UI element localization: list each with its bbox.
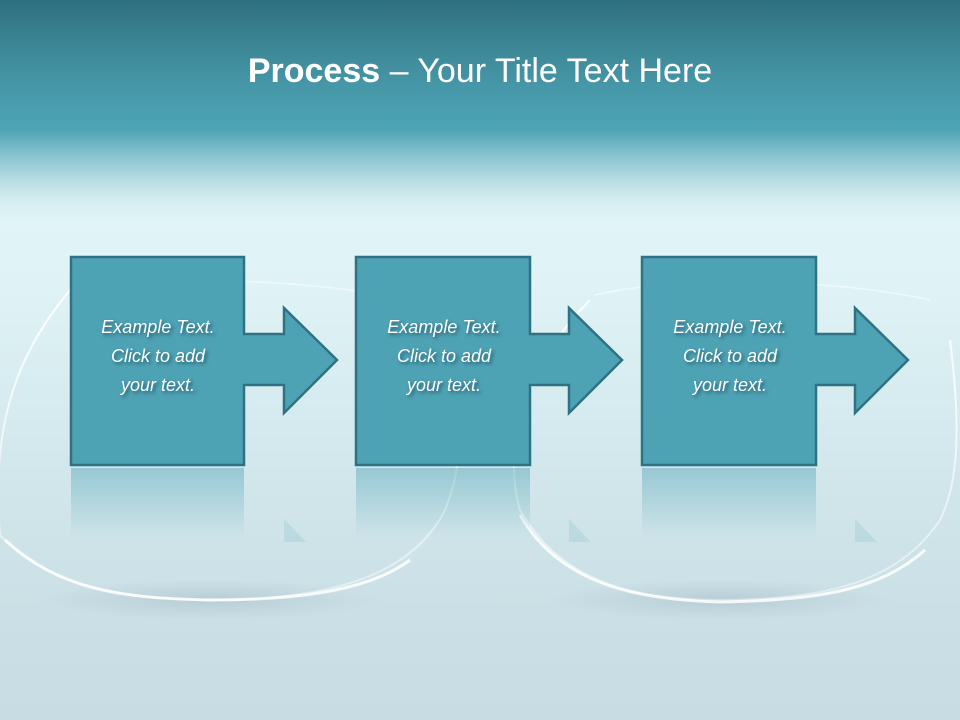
title-bold: Process bbox=[247, 52, 381, 90]
box-arrow-shape bbox=[69, 255, 339, 542]
step-text[interactable]: Example Text. Click to add your text. bbox=[387, 317, 501, 395]
box-arrow-shape bbox=[640, 255, 910, 542]
slide-title[interactable]: Process – Your Title Text Here bbox=[0, 52, 960, 91]
process-step-2[interactable]: Example Text. Click to add your text. bbox=[354, 255, 656, 597]
process-step-3[interactable]: Example Text. Click to add your text. bbox=[640, 255, 942, 597]
box-arrow-shape bbox=[354, 255, 624, 542]
title-rest: – Your Title Text Here bbox=[380, 52, 713, 90]
step-text[interactable]: Example Text. Click to add your text. bbox=[673, 317, 787, 395]
process-step-1[interactable]: Example Text. Click to add your text. bbox=[69, 255, 371, 597]
step-text[interactable]: Example Text. Click to add your text. bbox=[101, 317, 215, 395]
